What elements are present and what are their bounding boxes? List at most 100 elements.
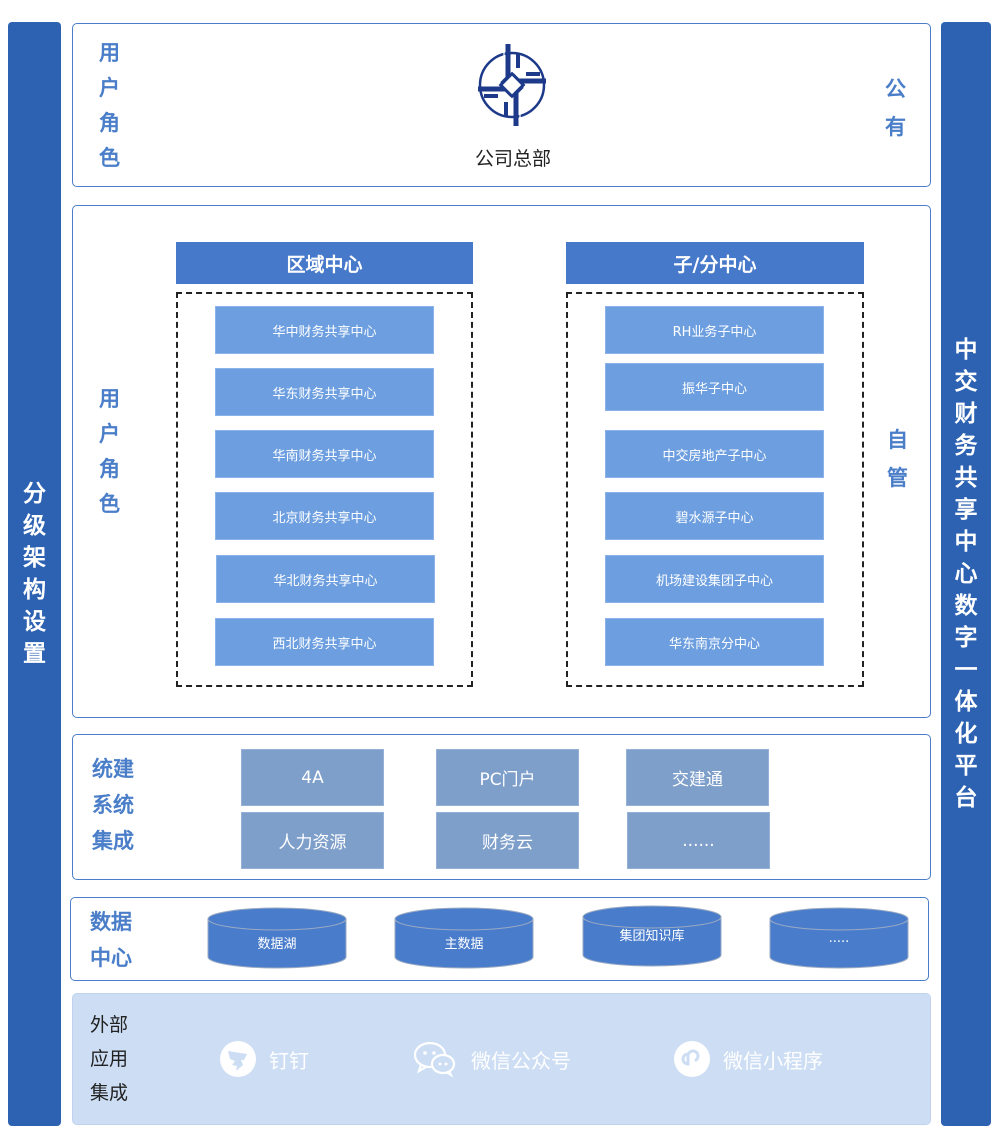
external-app-dingtalk[interactable]: 钉钉 [219,1040,309,1078]
roles-panel: 用 户 角 色 区域中心 华中财务共享中心 华东财务共享中心 华南财务共享中心 … [72,205,931,718]
system-item[interactable]: 人力资源 [241,812,384,869]
sub-center-header: 子/分中心 [566,242,864,284]
region-center-header: 区域中心 [176,242,473,284]
headquarters-panel: 用 户 角 色 公司总部 公 有 [72,23,931,187]
right-title-char: 台 [954,785,978,811]
left-title-char: 置 [23,641,46,667]
label-char: 系统 [92,793,134,817]
label-char: 数据 [90,910,132,934]
left-title-char: 构 [23,577,46,603]
database-cylinder[interactable]: 集团知识库 [582,905,722,967]
right-title-char: 享 [954,497,978,523]
external-apps-label: 外部 应用 集成 [90,1008,128,1110]
sub-center-item[interactable]: RH业务子中心 [605,306,824,354]
ccccc-logo-icon [478,44,546,126]
database-cylinder[interactable]: ..... [769,907,909,969]
database-icon [582,905,722,967]
system-item[interactable]: ...... [627,812,770,869]
region-center-item[interactable]: 华南财务共享中心 [215,430,434,478]
data-center-panel: 数据 中心 数据湖 主数据 集团知识库 ..... [70,897,929,981]
sub-center-item[interactable]: 华东南京分中心 [605,618,824,666]
right-title-char: 心 [954,561,978,587]
label-char: 户 [99,76,120,100]
label-char: 户 [99,422,120,446]
region-center-item[interactable]: 华东财务共享中心 [215,368,434,416]
system-item[interactable]: 财务云 [436,812,579,869]
label-char: 角 [99,111,120,135]
external-app-label: 微信小程序 [723,1048,823,1073]
label-char: 自 [887,428,908,452]
system-item[interactable]: PC门户 [436,749,579,806]
external-apps-panel: 外部 应用 集成 钉钉 微信公众号 微信小程序 [72,993,931,1125]
label-char: 应用 [90,1048,129,1070]
right-title-char: 共 [954,465,978,491]
right-title-char: 交 [954,369,978,395]
label-char: 色 [99,146,120,170]
roles-role-label: 用 户 角 色 [99,382,120,522]
sub-center-item[interactable]: 机场建设集团子中心 [605,555,824,603]
external-app-wechat-official[interactable]: 微信公众号 [411,1040,571,1078]
sub-center-group [566,292,864,687]
right-title-char: 数 [954,593,978,619]
external-app-label: 钉钉 [269,1048,309,1073]
sub-center-item[interactable]: 振华子中心 [605,363,824,411]
region-center-item[interactable]: 西北财务共享中心 [215,618,434,666]
right-title-char: 化 [954,721,978,747]
right-title-char: 中 [954,337,978,363]
data-center-label: 数据 中心 [90,904,132,976]
left-title-char: 设 [23,609,46,635]
hq-name: 公司总部 [474,148,551,170]
label-char: 集成 [92,829,134,853]
roles-ownership-label: 自 管 [887,421,908,497]
hq-role-label: 用 户 角 色 [99,36,120,176]
right-title-char: 平 [954,753,978,779]
right-title-char: 财 [954,401,978,427]
region-center-item[interactable]: 华中财务共享中心 [215,306,434,354]
left-title-char: 级 [23,513,46,539]
external-app-label: 微信公众号 [471,1048,571,1073]
database-label: ..... [828,931,850,946]
right-title-char: 体 [954,689,978,715]
label-char: 角 [99,457,120,481]
hq-ownership-label: 公 有 [885,70,906,146]
label-char: 集成 [90,1082,129,1104]
sub-center-item[interactable]: 中交房地产子中心 [605,430,824,478]
label-char: 用 [99,41,120,65]
database-label: 数据湖 [257,937,297,952]
database-label: 主数据 [444,937,484,952]
database-icon [207,907,347,969]
region-center-group [176,292,473,687]
label-char: 有 [885,115,906,139]
mini-program-icon [674,1041,710,1077]
database-icon [394,907,534,969]
region-center-item[interactable]: 北京财务共享中心 [215,492,434,540]
label-char: 管 [887,466,908,490]
system-item[interactable]: 交建通 [626,749,769,806]
right-title-char: 中 [954,529,978,555]
region-center-item[interactable]: 华北财务共享中心 [216,555,435,603]
right-title-char: 字 [954,625,978,651]
label-char: 外部 [90,1014,129,1036]
database-icon [769,907,909,969]
label-char: 统建 [92,757,134,781]
external-app-mini-program[interactable]: 微信小程序 [673,1040,823,1078]
systems-panel: 统建 系统 集成 4A PC门户 交建通 人力资源 财务云 ...... [72,734,931,880]
system-item[interactable]: 4A [241,749,384,806]
left-title-bar: 分 级 架 构 设 置 [8,22,61,1126]
sub-center-item[interactable]: 碧水源子中心 [605,492,824,540]
left-title-char: 分 [23,481,46,507]
left-title-char: 架 [23,545,46,571]
label-char: 用 [99,387,120,411]
right-title-bar: 中 交 财 务 共 享 中 心 数 字 一 体 化 平 台 [941,22,991,1126]
label-char: 公 [885,77,906,101]
database-label: 集团知识库 [619,929,685,944]
right-title-char: 一 [954,657,978,683]
database-cylinder[interactable]: 数据湖 [207,907,347,969]
wechat-icon [413,1041,456,1078]
systems-label: 统建 系统 集成 [92,751,134,859]
label-char: 中心 [90,946,132,970]
database-cylinder[interactable]: 主数据 [394,907,534,969]
right-title-char: 务 [954,433,978,459]
dingtalk-icon [220,1041,256,1077]
label-char: 色 [99,492,120,516]
